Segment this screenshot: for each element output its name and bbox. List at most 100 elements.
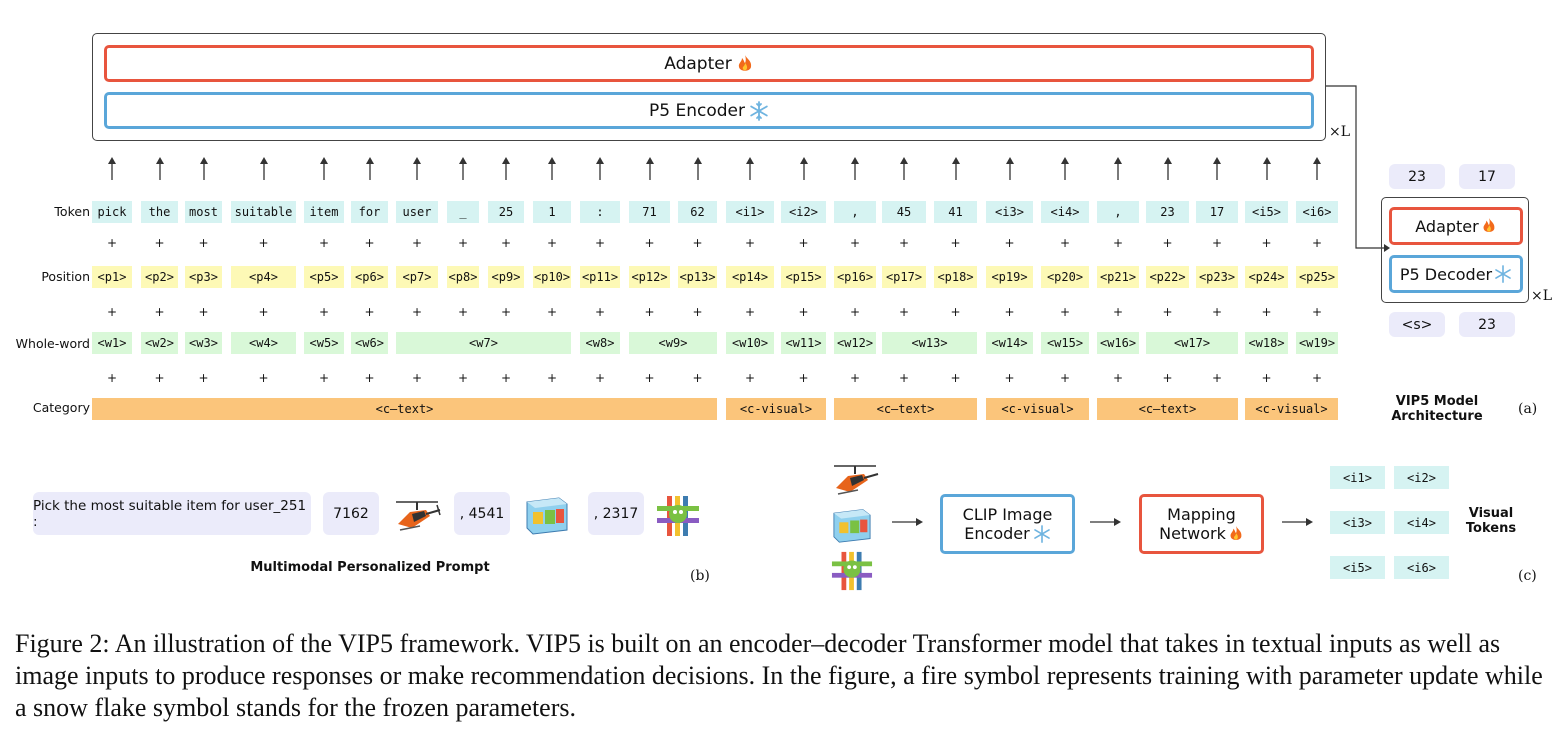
plus-sign: +	[744, 371, 756, 385]
up-arrow	[499, 157, 513, 181]
wholeword-cell: <w8>	[580, 332, 620, 354]
visual-token: <i3>	[1330, 511, 1385, 534]
plus-sign: +	[1211, 371, 1223, 385]
decoder-adapter: Adapter	[1389, 207, 1523, 245]
token-cell: suitable	[231, 201, 296, 223]
plus-sign: +	[898, 371, 910, 385]
up-arrow	[153, 157, 167, 181]
up-arrow	[1210, 157, 1224, 181]
wholeword-cell: <w19>	[1296, 332, 1338, 354]
token-cell: <i4>	[1041, 201, 1089, 223]
token-cell: 41	[934, 201, 977, 223]
up-arrow	[949, 157, 963, 181]
up-arrow	[1003, 157, 1017, 181]
visual-token: <i5>	[1330, 556, 1385, 579]
arrow-to-visual-tokens	[1282, 518, 1313, 526]
plus-sign: +	[594, 305, 606, 319]
wholeword-cell: <w2>	[141, 332, 178, 354]
p5-encoder: P5 Encoder	[104, 92, 1314, 129]
position-cell: <p7>	[396, 266, 438, 288]
prompt-text-box: Pick the most suitable item for user_251…	[33, 492, 311, 535]
token-cell: most	[185, 201, 222, 223]
arrow-to-mapping	[1090, 518, 1121, 526]
encoder-adapter: Adapter	[104, 45, 1314, 82]
plus-sign: +	[258, 371, 269, 385]
plus-sign: +	[364, 305, 375, 319]
position-cell: <p17>	[882, 266, 926, 288]
position-cell: <p5>	[304, 266, 344, 288]
up-arrow	[456, 157, 470, 181]
fire-icon	[1481, 217, 1497, 235]
plus-sign: +	[154, 305, 165, 319]
plus-sign: +	[411, 236, 423, 250]
plus-sign: +	[364, 371, 375, 385]
position-cell: <p4>	[231, 266, 296, 288]
prompt-text: Pick the most suitable item for user_251…	[33, 497, 307, 530]
decoder-adapter-label: Adapter	[1415, 216, 1479, 236]
wholeword-cell: <w11>	[781, 332, 826, 354]
up-arrow	[363, 157, 377, 181]
plus-sign: +	[1162, 236, 1173, 250]
decoder-output-token: 17	[1459, 164, 1515, 189]
category-row-label: Category	[32, 400, 90, 415]
token-cell: <i2>	[781, 201, 826, 223]
token-cell: 45	[882, 201, 926, 223]
plus-sign: +	[546, 305, 558, 319]
prompt-item-id: , 4541	[454, 492, 510, 535]
plus-sign: +	[198, 371, 209, 385]
clip-image-encoder: CLIP Image Encoder	[940, 494, 1075, 554]
helicopter-icon	[828, 460, 880, 504]
visual-token: <i1>	[1330, 466, 1385, 489]
plus-sign: +	[1112, 305, 1124, 319]
wholeword-cell: <w10>	[726, 332, 774, 354]
position-cell: <p8>	[447, 266, 479, 288]
plus-sign: +	[546, 371, 558, 385]
position-cell: <p9>	[488, 266, 524, 288]
encoder-repeat-label: ×L	[1329, 124, 1351, 140]
snowflake-icon	[749, 100, 769, 121]
token-cell: ,	[834, 201, 876, 223]
position-cell: <p24>	[1245, 266, 1288, 288]
plus-sign: +	[692, 305, 703, 319]
decoder-stack	[1381, 197, 1529, 303]
arrow-to-clip	[892, 518, 923, 526]
caption-text: An illustration of the VIP5 framework. V…	[15, 629, 1543, 722]
plus-sign: +	[1311, 371, 1323, 385]
up-arrow	[593, 157, 607, 181]
position-cell: <p6>	[351, 266, 388, 288]
plus-sign: +	[1004, 236, 1015, 250]
plus-sign: +	[744, 236, 756, 250]
plus-sign: +	[849, 236, 861, 250]
plus-sign: +	[594, 371, 606, 385]
token-cell: :	[580, 201, 620, 223]
category-cell: <c—text>	[92, 398, 717, 420]
token-cell: <i1>	[726, 201, 774, 223]
position-row-label: Position	[41, 269, 90, 284]
up-arrow	[1260, 157, 1274, 181]
position-cell: <p3>	[185, 266, 222, 288]
fire-icon	[736, 54, 754, 74]
wholeword-cell: <w1>	[92, 332, 132, 354]
panel-a-title-line1: VIP5 Model	[1395, 394, 1479, 409]
plus-sign: +	[644, 371, 655, 385]
decoder-output-token: 23	[1389, 164, 1445, 189]
plus-sign: +	[546, 236, 558, 250]
plus-sign: +	[849, 371, 861, 385]
visual-token: <i2>	[1394, 466, 1449, 489]
position-cell: <p20>	[1041, 266, 1089, 288]
encoder-stack	[92, 33, 1326, 141]
plus-sign: +	[1162, 371, 1173, 385]
visual-token: <i6>	[1394, 556, 1449, 579]
plus-sign: +	[1311, 236, 1323, 250]
wholeword-cell: <w18>	[1245, 332, 1288, 354]
mapping-label-line1: Mapping	[1167, 505, 1236, 524]
position-cell: <p16>	[834, 266, 876, 288]
plus-sign: +	[798, 236, 809, 250]
decoder-input-token: 23	[1459, 312, 1515, 337]
wholeword-cell: <w17>	[1146, 332, 1238, 354]
plus-sign: +	[318, 371, 330, 385]
snowflake-icon	[1494, 265, 1512, 283]
plus-sign: +	[258, 236, 269, 250]
position-cell: <p25>	[1296, 266, 1338, 288]
up-arrow	[1111, 157, 1125, 181]
